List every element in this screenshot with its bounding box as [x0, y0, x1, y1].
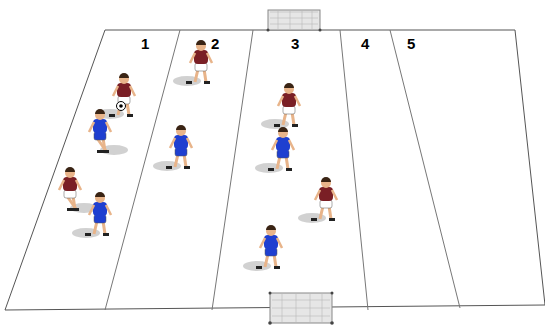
channel-number: 1 — [141, 36, 149, 51]
blue-player — [72, 192, 111, 238]
channel-number: 4 — [361, 36, 369, 51]
players-group — [59, 40, 337, 271]
channel-number: 5 — [407, 36, 415, 51]
soccer-ball — [117, 102, 126, 111]
channel-number: 2 — [211, 36, 219, 51]
channel-line — [340, 30, 368, 310]
channel-line — [390, 30, 460, 308]
red-player — [96, 73, 135, 119]
red-player — [298, 177, 337, 223]
pitch-outline — [5, 30, 545, 310]
channel-line — [105, 30, 180, 310]
red-player — [261, 83, 300, 129]
blue-player — [255, 127, 294, 173]
bottom-goal — [268, 292, 334, 325]
red-player — [173, 40, 212, 86]
blue-player — [89, 109, 128, 155]
channel-number: 3 — [291, 36, 299, 51]
blue-player — [153, 125, 192, 171]
top-goal — [267, 10, 322, 32]
blue-player — [243, 225, 282, 271]
